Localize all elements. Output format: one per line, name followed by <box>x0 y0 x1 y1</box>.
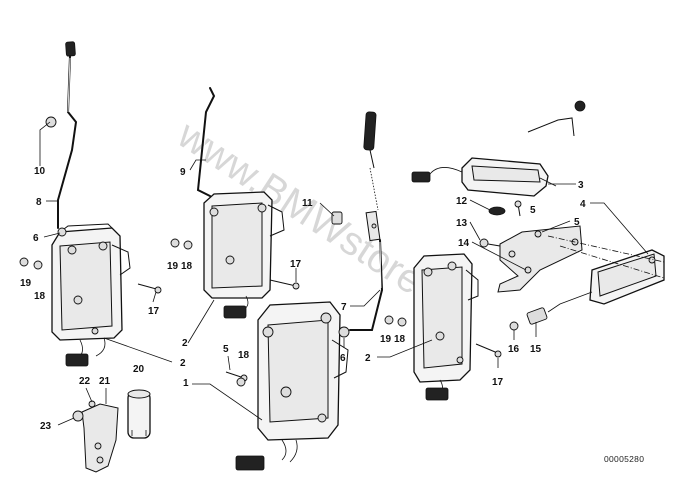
callout-19: 19 <box>380 334 392 345</box>
lock-actuator-left[interactable] <box>19 41 162 367</box>
callout-2: 2 <box>182 338 188 349</box>
callout-5: 5 <box>223 344 229 355</box>
callout-2: 2 <box>180 358 186 369</box>
callout-3: 3 <box>578 180 584 191</box>
callout-16: 16 <box>508 344 520 355</box>
lock-actuator-center-lower[interactable] <box>225 301 350 471</box>
callout-22: 22 <box>79 376 91 387</box>
pump-bracket-assembly[interactable] <box>479 225 665 331</box>
reference-code: 00005280 <box>604 454 644 464</box>
callout-9: 9 <box>180 167 186 178</box>
callout-8: 8 <box>36 197 42 208</box>
callout-7: 7 <box>341 302 347 313</box>
callout-18: 18 <box>238 350 250 361</box>
callout-17: 17 <box>492 377 504 388</box>
callout-11: 11 <box>302 198 313 209</box>
lock-actuator-right[interactable] <box>384 253 502 401</box>
callout-15: 15 <box>530 344 542 355</box>
callout-6: 6 <box>33 233 39 244</box>
callout-5: 5 <box>574 217 580 228</box>
callout-21: 21 <box>99 376 111 387</box>
callout-1: 1 <box>183 378 189 389</box>
callout-4: 4 <box>580 199 586 210</box>
callout-18: 18 <box>34 291 46 302</box>
callout-5: 5 <box>530 205 536 216</box>
callout-19: 19 <box>167 261 179 272</box>
callout-10: 10 <box>34 166 46 177</box>
bracket-and-solenoid[interactable] <box>72 389 151 473</box>
callout-2: 2 <box>365 353 371 364</box>
callout-13: 13 <box>456 218 468 229</box>
callout-20: 20 <box>133 364 145 375</box>
leader-lines <box>39 121 649 426</box>
callout-18: 18 <box>181 261 193 272</box>
callout-12: 12 <box>456 196 468 207</box>
control-unit[interactable] <box>411 100 586 217</box>
callout-6: 6 <box>340 353 346 364</box>
callouts: 10 8 6 19 18 17 2 9 19 18 17 2 1 5 18 11… <box>20 166 586 432</box>
callout-23: 23 <box>40 421 52 432</box>
callout-18: 18 <box>394 334 406 345</box>
pull-rod-center[interactable] <box>331 111 384 331</box>
callout-14: 14 <box>458 238 470 249</box>
callout-19: 19 <box>20 278 32 289</box>
lock-actuator-center-upper[interactable] <box>170 87 300 319</box>
callout-17: 17 <box>148 306 160 317</box>
callout-17: 17 <box>290 259 302 270</box>
